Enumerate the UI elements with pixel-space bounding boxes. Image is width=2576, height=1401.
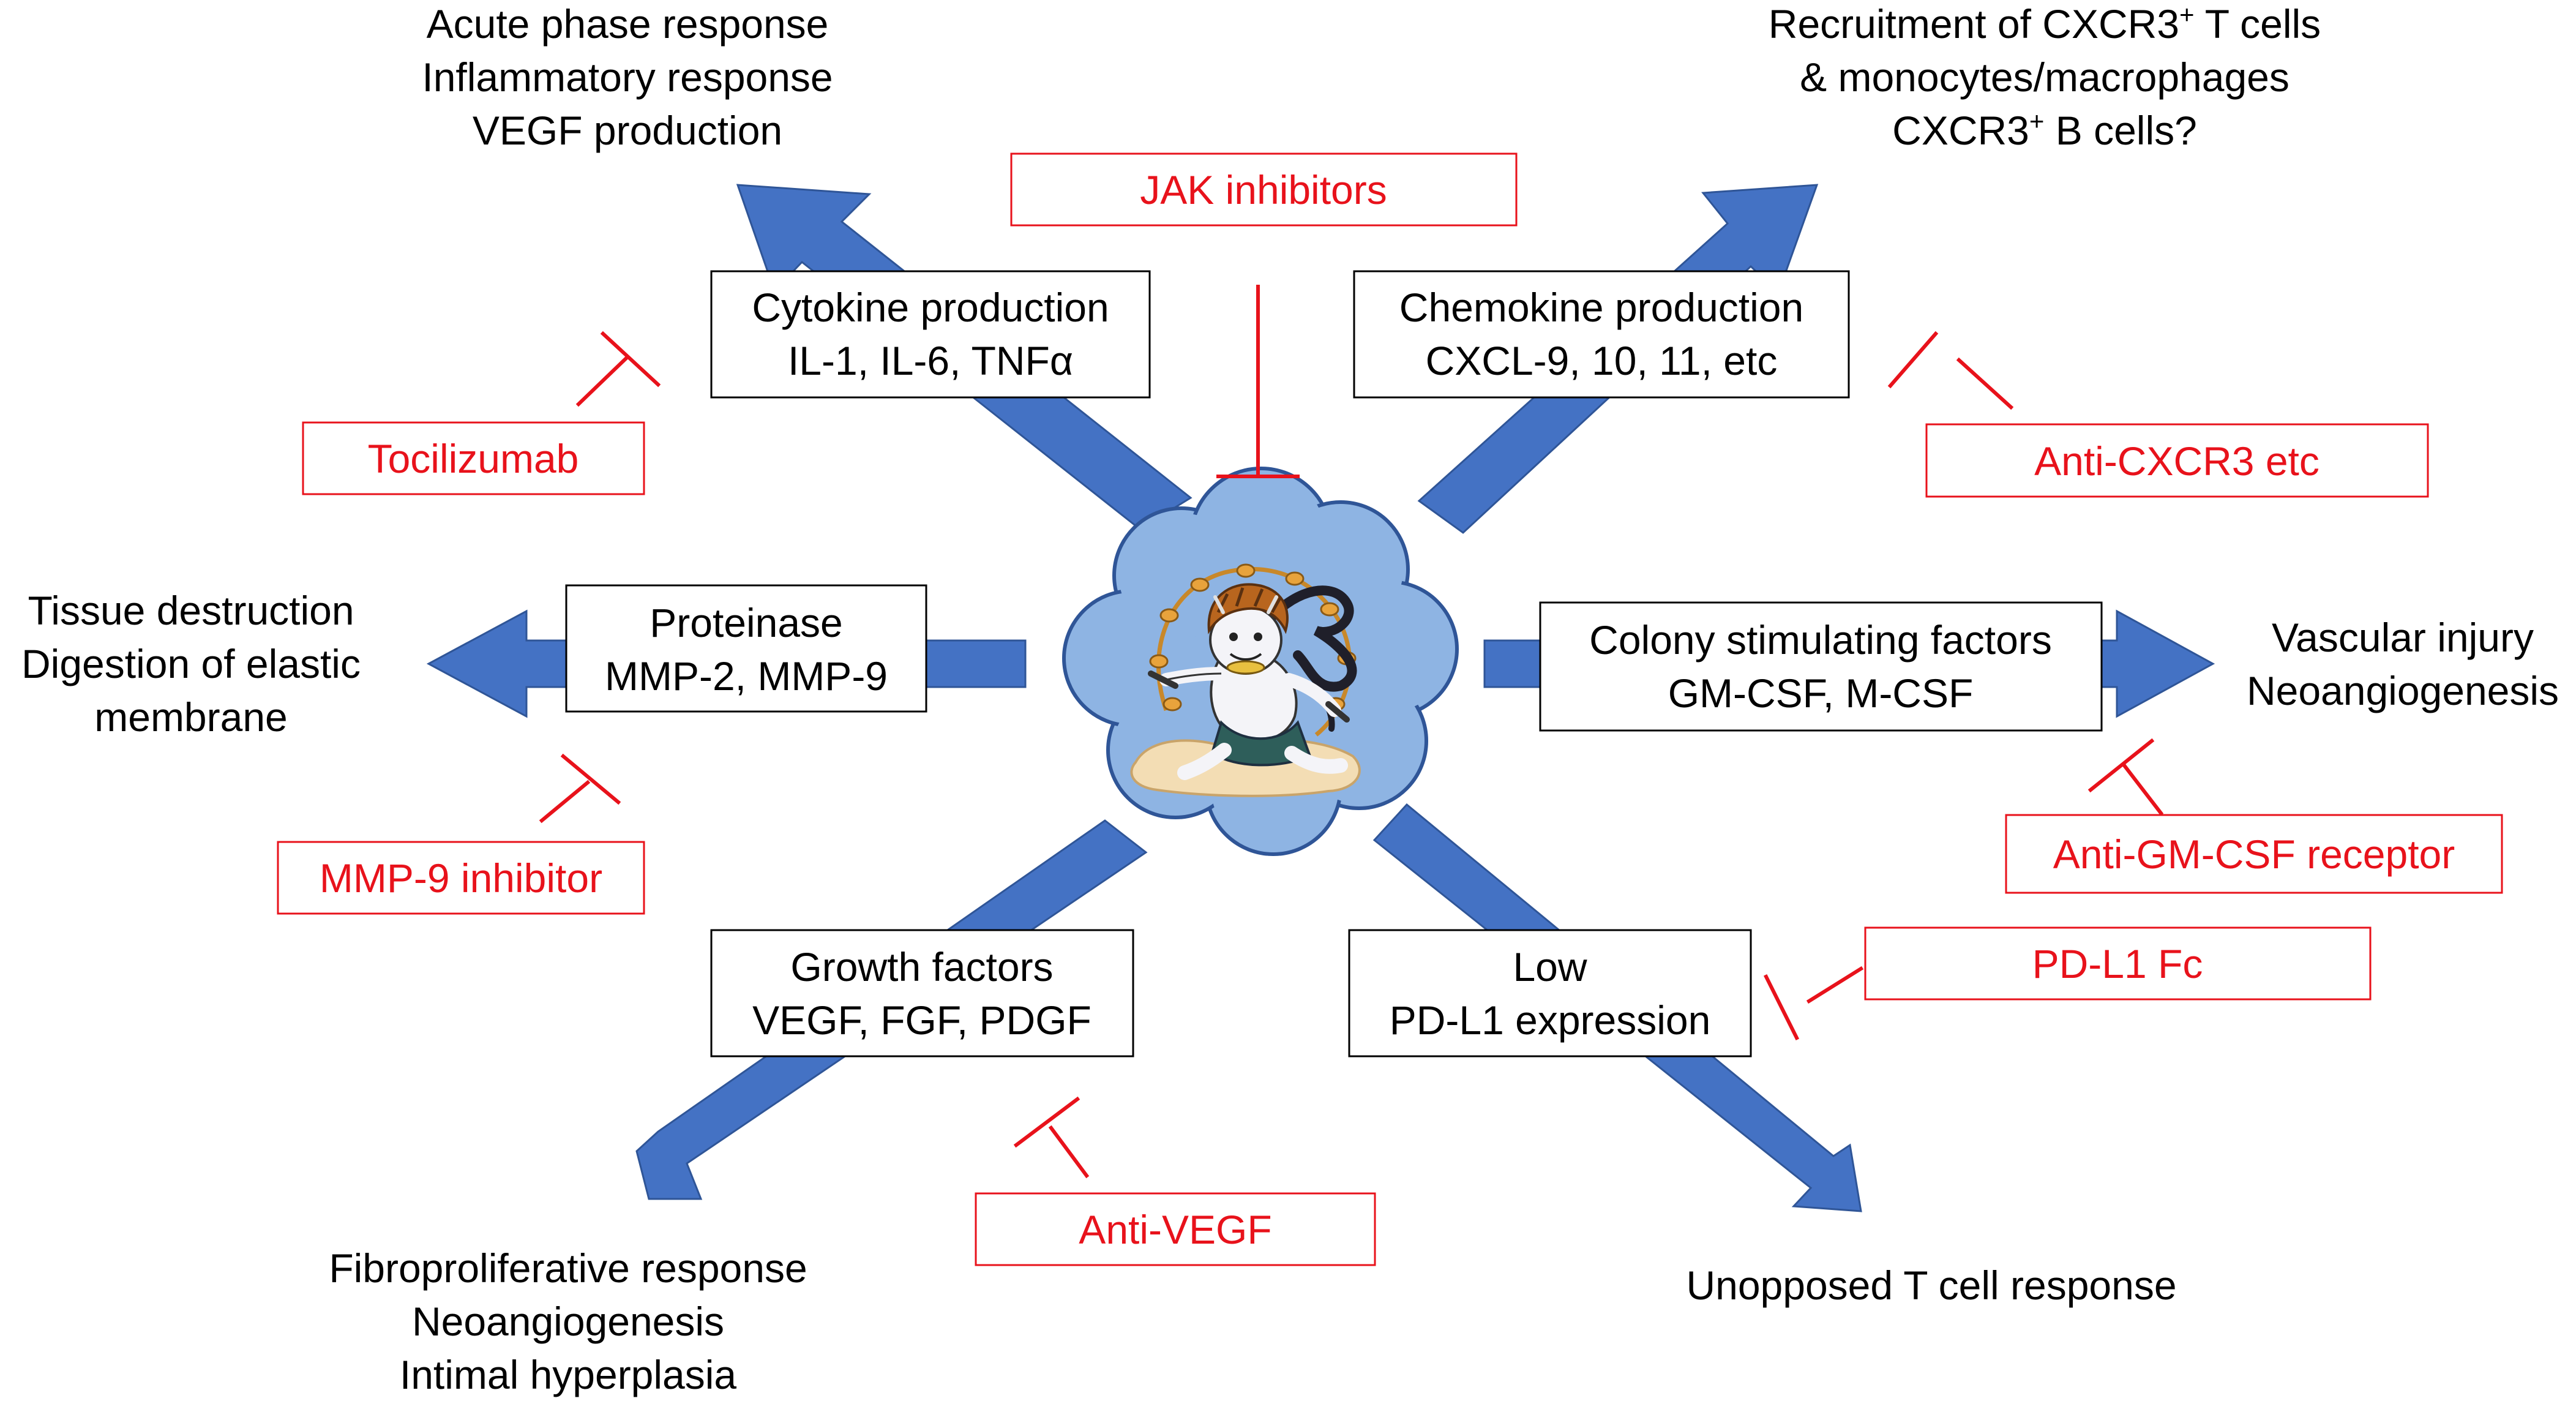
svg-text:Tissue destruction: Tissue destruction — [28, 588, 354, 633]
growth-box — [710, 929, 1134, 1057]
inhibitor-boxes — [277, 152, 2503, 1266]
chemokine-list: CXCL-9, 10, 11, etc — [1426, 338, 1778, 383]
pdl1-box — [1348, 929, 1752, 1057]
outcome-right: Vascular injury Neoangiogenesis — [2247, 615, 2559, 713]
pdl1fc-box — [1864, 926, 2372, 1001]
svg-text:Acute phase response: Acute phase response — [427, 1, 829, 47]
chemokine-box — [1353, 270, 1850, 399]
anti-vegf-label: Anti-VEGF — [1079, 1207, 1271, 1252]
csf-box — [1539, 601, 2103, 732]
svg-text:Vascular injury: Vascular injury — [2272, 615, 2534, 660]
proteinase-list: MMP-2, MMP-9 — [605, 653, 888, 699]
pdl1fc-label: PD-L1 Fc — [2032, 941, 2203, 986]
tbar-jak — [1216, 285, 1300, 478]
svg-text:Intimal hyperplasia: Intimal hyperplasia — [400, 1352, 737, 1397]
anti-gmcsf-box — [2005, 814, 2503, 894]
cytokine-box — [710, 270, 1151, 399]
svg-text:& monocytes/macrophages: & monocytes/macrophages — [1800, 54, 2290, 100]
svg-text:membrane: membrane — [94, 694, 287, 740]
pdl1-list: PD-L1 expression — [1390, 997, 1711, 1043]
proteinase-title: Proteinase — [650, 600, 843, 645]
tbar-anti-gmcsf — [2087, 738, 2164, 816]
tocilizumab-box — [302, 421, 645, 495]
mmp9-box — [277, 841, 645, 915]
outcome-left: Tissue destruction Digestion of elastic … — [21, 588, 361, 740]
outcome-top-right: Recruitment of CXCR3+ T cells & monocyte… — [1769, 0, 2321, 153]
jak-label: JAK inhibitors — [1140, 167, 1387, 212]
svg-text:Neoangiogenesis: Neoangiogenesis — [2247, 668, 2559, 713]
tbar-pdl1fc — [1763, 966, 1864, 1041]
thunder-god-figure — [1130, 563, 1361, 797]
outcome-top-left: Acute phase response Inflammatory respon… — [422, 1, 833, 153]
center-cloud — [1062, 467, 1459, 856]
anti-cxcr3-label: Anti-CXCR3 etc — [2034, 438, 2320, 484]
svg-text:CXCR3+ B cells?: CXCR3+ B cells? — [1892, 107, 2197, 153]
proteinase-box — [565, 584, 927, 713]
tbar-anti-cxcr3 — [1887, 331, 2014, 410]
anti-vegf-box — [975, 1192, 1376, 1266]
cytokine-list: IL-1, IL-6, TNFα — [788, 338, 1073, 383]
svg-text:VEGF production: VEGF production — [473, 108, 782, 153]
csf-title: Colony stimulating factors — [1589, 617, 2052, 663]
svg-text:Digestion of elastic: Digestion of elastic — [21, 641, 361, 686]
tbar-tocilizumab — [575, 331, 661, 407]
cytokine-title: Cytokine production — [752, 285, 1109, 330]
tbar-mmp9 — [539, 753, 621, 824]
mmp9-label: MMP-9 inhibitor — [320, 855, 602, 901]
svg-text:Fibroproliferative response: Fibroproliferative response — [329, 1245, 807, 1291]
csf-list: GM-CSF, M-CSF — [1668, 670, 1974, 716]
svg-text:Recruitment of CXCR3+ T cells: Recruitment of CXCR3+ T cells — [1769, 0, 2321, 47]
pdl1-title: Low — [1513, 944, 1587, 990]
outcome-bottom-left: Fibroproliferative response Neoangiogene… — [329, 1245, 807, 1397]
anti-cxcr3-box — [1925, 423, 2429, 498]
chemokine-title: Chemokine production — [1399, 285, 1803, 330]
tocilizumab-label: Tocilizumab — [368, 436, 579, 481]
inhibitor-tbars — [539, 285, 2164, 1179]
outcome-bottom-right: Unopposed T cell response — [1686, 1263, 2176, 1308]
mediator-boxes — [565, 270, 2103, 1057]
svg-text:Inflammatory response: Inflammatory response — [422, 54, 833, 100]
jak-box — [1010, 152, 1518, 227]
growth-list: VEGF, FGF, PDGF — [752, 997, 1091, 1043]
svg-text:Unopposed T cell response: Unopposed T cell response — [1686, 1263, 2176, 1308]
svg-text:Neoangiogenesis: Neoangiogenesis — [412, 1299, 724, 1344]
anti-gmcsf-label: Anti-GM-CSF receptor — [2053, 832, 2455, 877]
growth-title: Growth factors — [790, 944, 1053, 990]
tbar-anti-vegf — [1013, 1096, 1090, 1179]
